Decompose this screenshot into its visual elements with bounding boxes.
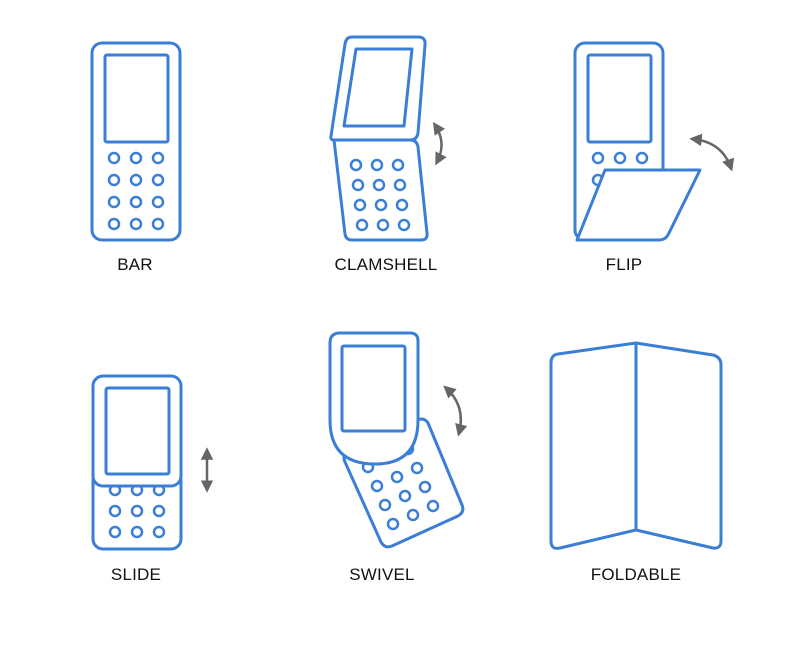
bar-phone bbox=[90, 41, 182, 242]
slide-phone-upper-body bbox=[91, 374, 183, 488]
slide-phone-screen bbox=[104, 386, 171, 476]
slide-phone-keypad bbox=[108, 483, 166, 539]
flip-phone bbox=[573, 41, 702, 242]
label-flip: FLIP bbox=[605, 255, 643, 274]
swivel-rotate-arrow-icon bbox=[443, 385, 468, 437]
flip-cover bbox=[575, 168, 702, 242]
flip-phone-screen bbox=[586, 53, 653, 144]
label-slide: SLIDE bbox=[110, 565, 162, 584]
clamshell-phone bbox=[329, 35, 429, 242]
bar-phone-keypad bbox=[107, 151, 165, 231]
swivel-screen bbox=[340, 344, 407, 433]
bar-phone-screen bbox=[103, 53, 170, 144]
bar-phone-body bbox=[90, 41, 182, 242]
label-foldable: FOLDABLE bbox=[590, 565, 682, 584]
foldable-phone bbox=[549, 341, 723, 550]
foldable-left-panel bbox=[549, 341, 638, 550]
clamshell-keypad bbox=[349, 158, 411, 232]
label-swivel: SWIVEL bbox=[349, 565, 415, 584]
flip-rotate-arrow-icon bbox=[689, 133, 735, 172]
label-bar: BAR bbox=[117, 255, 153, 274]
label-clamshell: CLAMSHELL bbox=[334, 255, 438, 274]
swivel-lower-body bbox=[342, 417, 465, 549]
clamshell-rotate-arrow-icon bbox=[432, 121, 447, 166]
foldable-right-panel bbox=[634, 341, 723, 550]
slide-phone bbox=[91, 374, 183, 551]
clamshell-bottom-half bbox=[332, 138, 429, 242]
swivel-phone bbox=[328, 331, 465, 549]
clamshell-screen bbox=[342, 47, 414, 128]
